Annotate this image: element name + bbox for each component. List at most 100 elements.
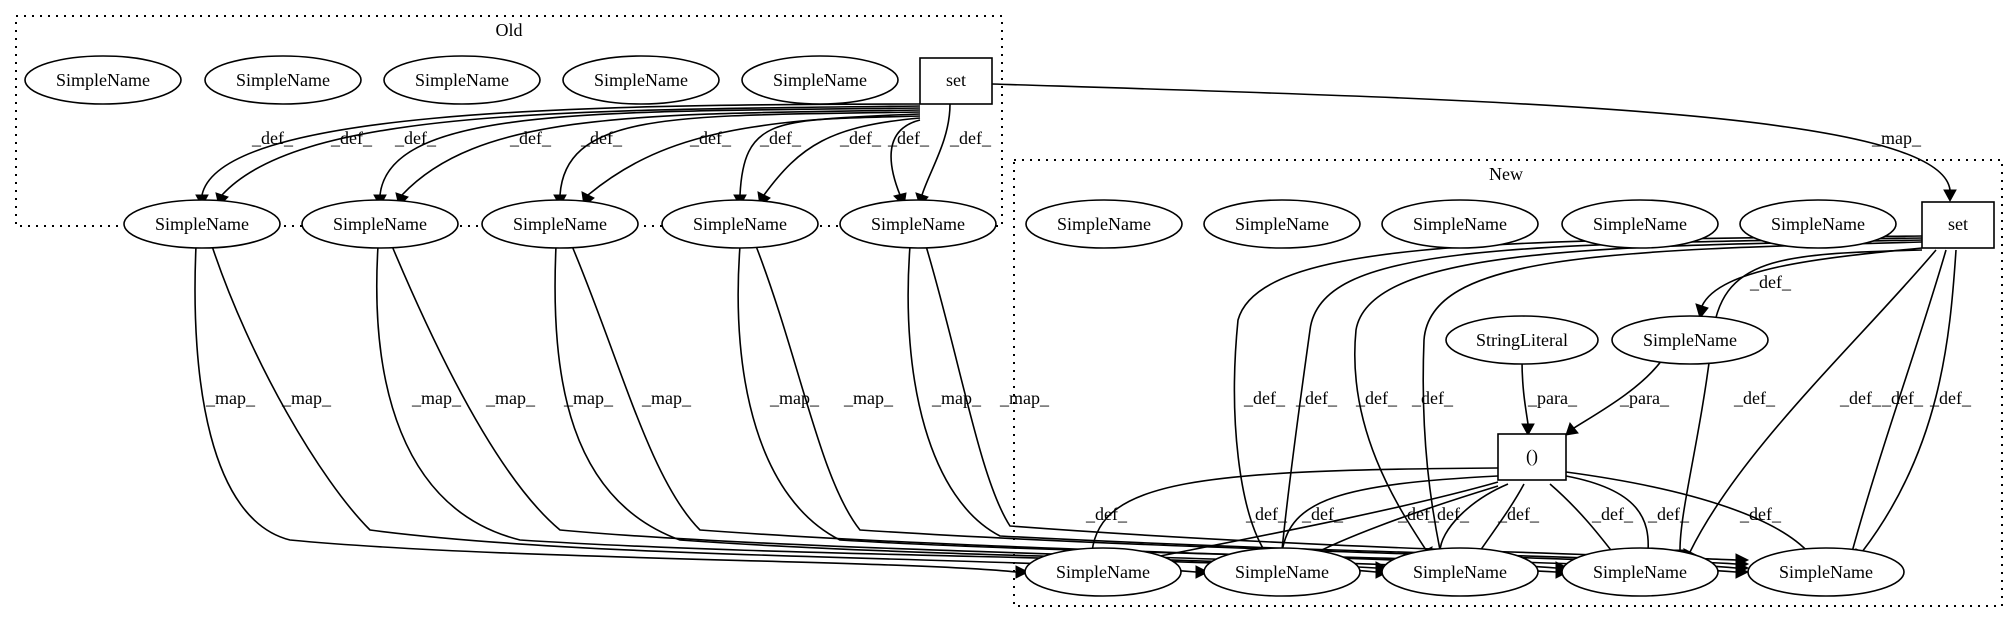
edge-label: _map_ [999, 388, 1050, 408]
node-simple-name: SimpleName [562, 55, 720, 105]
node-label: SimpleName [1235, 214, 1329, 234]
edge-label: _def_ [1085, 504, 1128, 524]
edge-label: _def_ [1355, 388, 1398, 408]
node-simple-name: SimpleName [1381, 547, 1539, 597]
node-simple-name: SimpleName [1025, 199, 1183, 249]
edge-label: _def_ [1397, 504, 1440, 524]
edge-label: _para_ [1527, 388, 1578, 408]
node-label: SimpleName [1779, 562, 1873, 582]
edge-def: _def_ [733, 115, 921, 208]
edge-label: _def_ [1749, 272, 1792, 292]
edge-map: _map_ [194, 245, 1030, 579]
node-label: SimpleName [1771, 214, 1865, 234]
edge-label: _def_ [1301, 504, 1344, 524]
edge-label: _def_ [330, 128, 373, 148]
edge-para: _para_ [1565, 359, 1670, 436]
edge-map: _map_ [737, 245, 1750, 579]
node-label: SimpleName [1057, 214, 1151, 234]
edge-label: _def_ [1739, 504, 1782, 524]
edge-label: _def_ [1245, 504, 1288, 524]
edge-label: _def_ [1411, 388, 1454, 408]
node-simple-name: SimpleName [1203, 547, 1361, 597]
node-label: SimpleName [1235, 562, 1329, 582]
node-label: StringLiteral [1476, 330, 1568, 350]
node-label: SimpleName [155, 214, 249, 234]
edge-label: _def_ [949, 128, 992, 148]
edge-def: _def_ [915, 103, 992, 207]
edge-map: _map_ [571, 245, 1570, 575]
edge-map: _map_ [211, 245, 1210, 579]
node-simple-name: SimpleName [1747, 547, 1905, 597]
cluster-old: Old [15, 15, 1003, 227]
edge-label: _def_ [1733, 388, 1776, 408]
edge-label: _map_ [843, 388, 894, 408]
edge-def: _def_ [395, 109, 921, 207]
edge-label: _def_ [887, 128, 930, 148]
node-label: SimpleName [513, 214, 607, 234]
node-simple-name: SimpleName [1561, 547, 1719, 597]
node-simple-name: SimpleName [204, 55, 362, 105]
node-simple-name: SimpleName [1381, 199, 1539, 249]
node-simple-name: SimpleName [1611, 315, 1769, 365]
node-simple-name: SimpleName [383, 55, 541, 105]
edge-label: _def_ [1929, 388, 1972, 408]
edge-label: _def_ [759, 128, 802, 148]
node-simple-name: SimpleName [741, 55, 899, 105]
edge-map: _map_ [991, 83, 1957, 203]
edge-label: _def_ [1591, 504, 1634, 524]
node-label: SimpleName [56, 70, 150, 90]
edge-label: _def_ [251, 128, 294, 148]
node-label: SimpleName [236, 70, 330, 90]
node-string-literal: StringLiteral [1445, 315, 1599, 365]
edge-label: _def_ [1647, 504, 1690, 524]
node-call: () [1497, 433, 1567, 481]
edge-label: _def_ [580, 128, 623, 148]
node-label: SimpleName [1643, 330, 1737, 350]
edge-label: _para_ [1619, 388, 1670, 408]
node-simple-name: SimpleName [1203, 199, 1361, 249]
cluster-new-label: New [1489, 164, 1523, 184]
edge-label: _map_ [641, 388, 692, 408]
edge-label: _map_ [205, 388, 256, 408]
edge-label: _def_ [1243, 388, 1286, 408]
node-label: SimpleName [1056, 562, 1150, 582]
edge-label: _def_ [839, 128, 882, 148]
node-simple-name: SimpleName [1024, 547, 1182, 597]
node-simple-name: SimpleName [1739, 199, 1897, 249]
node-label: SimpleName [773, 70, 867, 90]
cluster-old-label: Old [496, 20, 523, 40]
node-simple-name: SimpleName [123, 199, 281, 249]
node-label: SimpleName [1413, 214, 1507, 234]
node-label: SimpleName [1593, 214, 1687, 234]
node-label: SimpleName [333, 214, 427, 234]
edge-label: _def_ [689, 128, 732, 148]
node-label: SimpleName [871, 214, 965, 234]
edge-label: _def_ [1839, 388, 1882, 408]
edge-label: _def_ [1295, 388, 1338, 408]
node-label: SimpleName [1593, 562, 1687, 582]
edge-label: _def_ [1881, 388, 1924, 408]
node-label: SimpleName [1413, 562, 1507, 582]
edge-label: _map_ [563, 388, 614, 408]
node-simple-name: SimpleName [839, 199, 997, 249]
edge-label: _map_ [1871, 128, 1922, 148]
edge-label: _map_ [931, 388, 982, 408]
edge-para: _para_ [1521, 359, 1578, 437]
node-simple-name: SimpleName [661, 199, 819, 249]
edge-label: _def_ [509, 128, 552, 148]
node-label: SimpleName [693, 214, 787, 234]
edge-def: _def_ [1695, 247, 1923, 320]
cluster-new: New [1013, 159, 2003, 607]
node-label: set [1948, 214, 1968, 234]
edge-def: _def_ [887, 119, 930, 208]
edge-label: _map_ [769, 388, 820, 408]
edge-def: _def_ [581, 113, 921, 207]
node-simple-name: SimpleName [481, 199, 639, 249]
node-label: SimpleName [594, 70, 688, 90]
edge-map: _map_ [375, 245, 1390, 579]
node-simple-name: SimpleName [24, 55, 182, 105]
node-label: () [1526, 446, 1538, 467]
edge-label: _def_ [1427, 504, 1470, 524]
edge-label: _map_ [485, 388, 536, 408]
